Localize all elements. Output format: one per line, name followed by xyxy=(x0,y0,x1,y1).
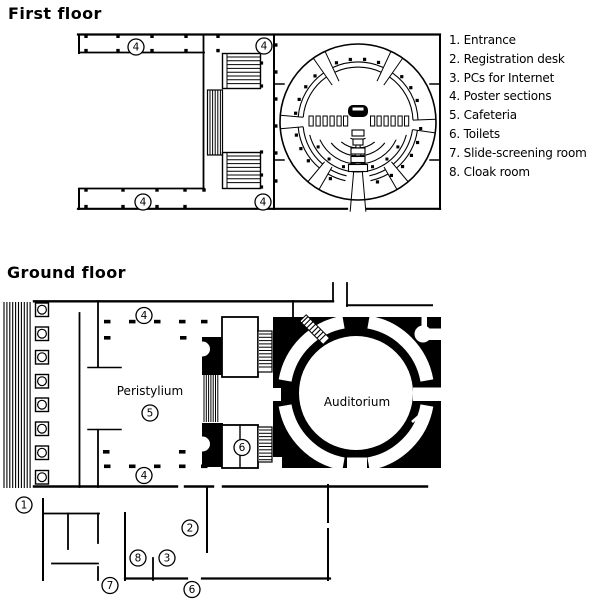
south-door xyxy=(347,457,367,469)
ground-floor-title: Ground floor xyxy=(7,263,126,282)
main-hall-walls xyxy=(32,282,433,488)
svg-text:4: 4 xyxy=(140,197,147,209)
room-marker: 6 xyxy=(233,438,251,457)
stairs-north xyxy=(257,330,273,373)
svg-text:7: 7 xyxy=(107,580,114,592)
first-floor-plan: 4 4 4 4 xyxy=(76,33,442,212)
legend-item: 7. Slide-screening room xyxy=(449,145,587,160)
svg-text:4: 4 xyxy=(261,41,268,53)
legend-item: 5. Cafeteria xyxy=(449,108,517,123)
column xyxy=(414,325,432,343)
svg-text:2: 2 xyxy=(187,523,194,535)
staircase-core xyxy=(206,89,224,156)
svg-text:6: 6 xyxy=(189,584,196,596)
svg-text:4: 4 xyxy=(141,470,148,482)
svg-text:4: 4 xyxy=(141,310,148,322)
room-marker: 4 xyxy=(254,193,272,211)
room-marker: 1 xyxy=(15,496,33,514)
staircase-upper xyxy=(221,52,262,90)
poster-corridor-walls xyxy=(76,33,442,210)
east-passage xyxy=(413,387,442,401)
legend-item: 6. Toilets xyxy=(449,126,500,141)
legend-item: 1. Entrance xyxy=(449,33,516,47)
room-marker: 4 xyxy=(135,466,153,485)
svg-text:6: 6 xyxy=(239,442,246,454)
ground-floor-markers: 4 4 5 6 1 2 8 3 7 6 xyxy=(15,306,251,599)
room-marker: 5 xyxy=(141,404,159,422)
lecture-bowl xyxy=(279,43,437,212)
legend-item: 4. Poster sections xyxy=(449,89,552,104)
room-marker: 7 xyxy=(101,576,119,595)
room-marker: 4 xyxy=(134,193,152,211)
peristylium-label: Peristylium xyxy=(117,384,183,398)
ground-floor-plan: Peristylium Auditorium 4 4 5 6 1 2 8 3 7 6 xyxy=(3,282,442,599)
svg-text:1: 1 xyxy=(21,500,28,512)
legend-item: 8. Cloak room xyxy=(449,164,530,179)
podium xyxy=(348,105,368,117)
legend-item: 3. PCs for Internet xyxy=(449,70,555,85)
door-swing xyxy=(195,436,210,452)
colonnade-columns xyxy=(34,302,50,485)
entrance-hall-walls xyxy=(42,484,332,581)
first-floor-markers: 4 4 4 4 xyxy=(127,37,273,211)
room-marker: 3 xyxy=(158,549,176,567)
svg-text:5: 5 xyxy=(147,408,154,420)
svg-text:4: 4 xyxy=(133,42,140,54)
svg-text:3: 3 xyxy=(164,553,171,565)
auditorium-label: Auditorium xyxy=(324,395,390,409)
room-marker: 4 xyxy=(255,37,273,55)
room-marker: 4 xyxy=(135,306,153,325)
service-rooms xyxy=(195,316,273,469)
auditorium-block xyxy=(271,314,442,471)
diagonal-stairs xyxy=(299,314,331,346)
legend: 1. Entrance 2. Registration desk 3. PCs … xyxy=(449,31,587,181)
west-passage xyxy=(271,388,281,401)
entrance-steps xyxy=(3,302,31,488)
wall-pier xyxy=(202,423,223,467)
door-swing xyxy=(195,341,210,357)
room-north xyxy=(221,316,259,378)
staircase-lower xyxy=(221,151,262,190)
peristylium-colonnade-dashes xyxy=(103,319,208,469)
room-marker: 6 xyxy=(183,580,201,599)
column-ticks xyxy=(84,34,278,209)
staircase-core xyxy=(203,375,219,422)
svg-text:4: 4 xyxy=(260,197,267,209)
svg-text:8: 8 xyxy=(135,553,142,565)
auditorium-floor xyxy=(299,336,413,450)
room-marker: 4 xyxy=(127,38,145,56)
first-floor-title: First floor xyxy=(8,4,102,23)
legend-item: 2. Registration desk xyxy=(449,51,565,66)
room-marker: 8 xyxy=(129,549,147,567)
room-marker: 2 xyxy=(181,519,199,537)
